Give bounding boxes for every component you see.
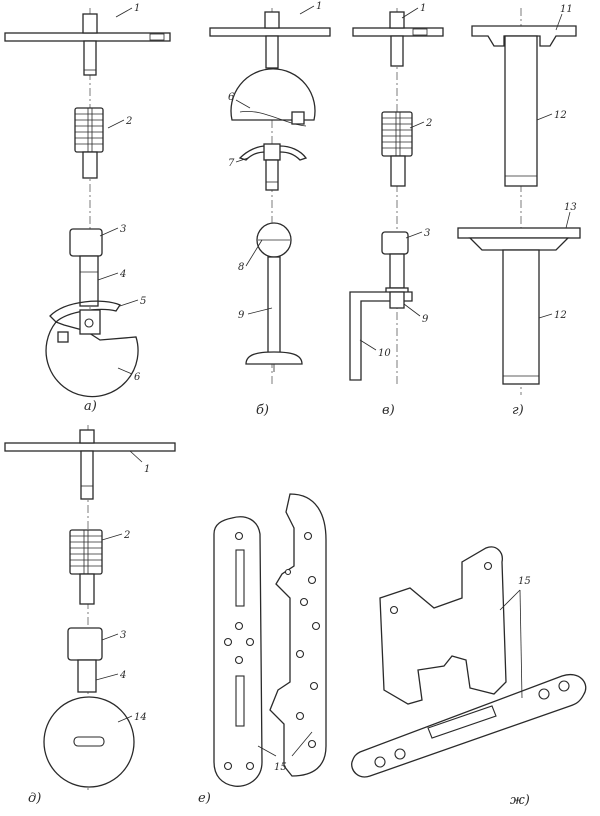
hinge-plates-zh bbox=[351, 546, 587, 778]
screw-head bbox=[79, 429, 95, 444]
screw-head bbox=[264, 11, 280, 29]
pin-9 bbox=[267, 256, 281, 358]
label-4-d: 4 bbox=[119, 670, 126, 681]
label-4-a: 4 bbox=[119, 269, 126, 280]
label-1-a: 1 bbox=[134, 3, 140, 14]
plate-1 bbox=[209, 27, 331, 37]
label-2-a: 2 bbox=[125, 116, 132, 127]
screw-head bbox=[389, 11, 405, 29]
label-7-b: 7 bbox=[228, 158, 235, 169]
assembly-g bbox=[457, 8, 581, 395]
label-2-v: 2 bbox=[425, 118, 432, 129]
label-2-d: 2 bbox=[123, 530, 130, 541]
left-plate bbox=[213, 516, 263, 787]
caption-b: б) bbox=[256, 403, 269, 418]
plate-1 bbox=[352, 27, 444, 37]
label-3-v: 3 bbox=[424, 228, 430, 239]
bent-plate bbox=[379, 546, 507, 705]
hinge-plates-e bbox=[213, 493, 327, 787]
assembly-v bbox=[349, 8, 444, 385]
bushing-2 bbox=[381, 111, 413, 187]
caption-d: д) bbox=[28, 791, 41, 806]
label-15-e: 15 bbox=[274, 762, 287, 773]
pin-head bbox=[245, 351, 303, 365]
caption-a: а) bbox=[84, 399, 97, 414]
disc-6 bbox=[230, 68, 316, 121]
bushing-2 bbox=[69, 529, 103, 605]
assembly-d bbox=[4, 425, 176, 790]
screw-shank bbox=[265, 35, 279, 69]
cap-3 bbox=[69, 228, 103, 257]
label-9-v: 9 bbox=[422, 314, 429, 325]
cap-3 bbox=[67, 627, 103, 661]
screw-shank bbox=[390, 35, 404, 67]
caption-g: г) bbox=[512, 403, 524, 418]
stem-4 bbox=[79, 255, 99, 307]
captions: а) б) в) г) д) е) ж) bbox=[28, 399, 530, 808]
bushing-2 bbox=[74, 107, 104, 179]
label-15-zh: 15 bbox=[518, 576, 531, 587]
label-14-d: 14 bbox=[134, 712, 147, 723]
screw-head bbox=[82, 13, 98, 34]
leader-lines bbox=[95, 5, 571, 757]
label-5-a: 5 bbox=[140, 296, 146, 307]
caption-v: в) bbox=[382, 403, 395, 418]
flange-13 bbox=[457, 227, 581, 239]
label-3-d: 3 bbox=[120, 630, 126, 641]
label-12-g-bottom: 12 bbox=[554, 310, 567, 321]
bracket-10 bbox=[349, 291, 413, 381]
label-1-v: 1 bbox=[420, 3, 426, 14]
right-plate bbox=[269, 493, 327, 777]
hook-5 bbox=[49, 300, 121, 323]
label-12-g-top: 12 bbox=[554, 110, 567, 121]
part-numbers: 1 2 3 4 5 6 1 6 7 8 9 1 2 3 9 10 11 12 1… bbox=[119, 1, 577, 773]
label-1-b: 1 bbox=[316, 1, 322, 12]
caption-e: е) bbox=[198, 791, 211, 806]
screw-shank bbox=[80, 450, 94, 500]
caption-zh: ж) bbox=[510, 793, 530, 808]
label-13-g: 13 bbox=[564, 202, 577, 213]
assembly-b bbox=[209, 8, 331, 385]
label-1-d: 1 bbox=[144, 464, 150, 475]
assembly-a bbox=[4, 8, 171, 398]
label-9-b: 9 bbox=[238, 310, 245, 321]
plate-1 bbox=[4, 32, 171, 42]
label-6-b: 6 bbox=[228, 92, 235, 103]
label-6-a: 6 bbox=[134, 372, 141, 383]
label-8-b: 8 bbox=[238, 262, 244, 273]
screw-shank bbox=[83, 40, 97, 76]
label-11-g: 11 bbox=[560, 4, 573, 15]
label-10-v: 10 bbox=[378, 348, 391, 359]
label-3-a: 3 bbox=[120, 224, 126, 235]
disc-6 bbox=[45, 321, 139, 398]
stem-4 bbox=[77, 659, 97, 693]
sleeve-12 bbox=[504, 35, 538, 187]
cap-3 bbox=[381, 231, 409, 255]
bracket-7 bbox=[238, 145, 308, 161]
sleeve-12 bbox=[502, 249, 540, 385]
plate-1 bbox=[4, 442, 176, 452]
